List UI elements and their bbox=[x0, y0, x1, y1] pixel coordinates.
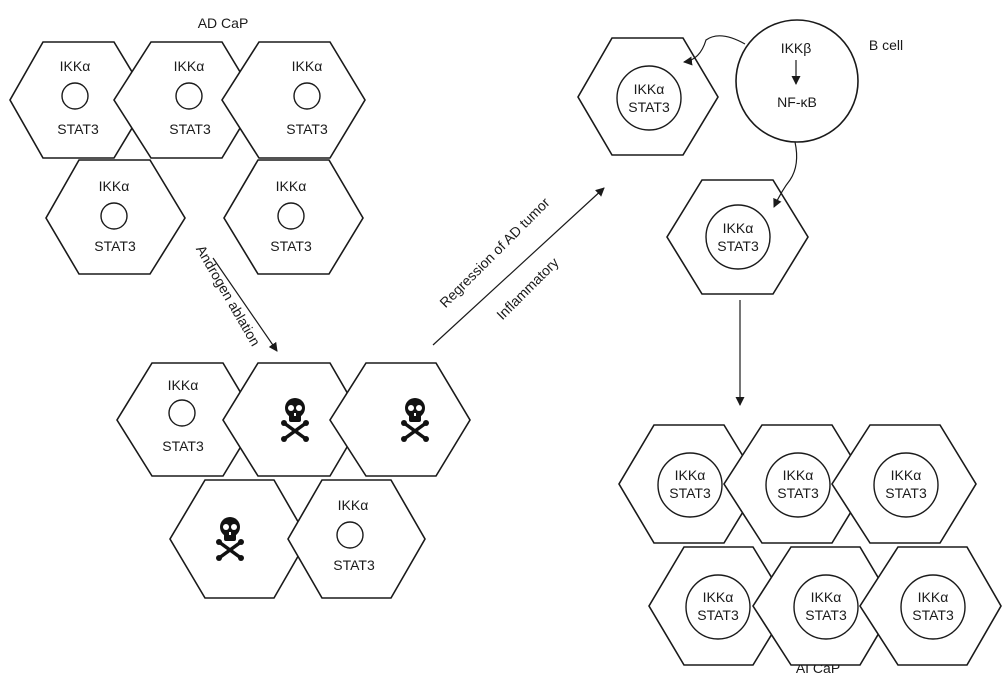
stat3-label: STAT3 bbox=[628, 99, 670, 115]
nucleus bbox=[168, 399, 196, 427]
ikk-alpha-label: IKKα bbox=[675, 467, 706, 483]
signaled-cell: IKKα STAT3 bbox=[666, 179, 809, 295]
ikk-alpha-label: IKKα bbox=[99, 178, 130, 194]
nucleus bbox=[175, 82, 203, 110]
dead-cell bbox=[169, 479, 309, 599]
b-cell-label: B cell bbox=[869, 37, 903, 53]
ad-cell: IKKα STAT3 bbox=[223, 159, 364, 275]
ikk-alpha-label: IKKα bbox=[276, 178, 307, 194]
dead-cell bbox=[222, 362, 364, 477]
nucleus bbox=[100, 202, 128, 230]
ai-cell: IKKα STAT3 bbox=[723, 424, 869, 544]
ai-cell: IKKα STAT3 bbox=[752, 546, 896, 666]
enlarged-nucleus bbox=[873, 452, 939, 518]
ad-cap-label: AD CaP bbox=[198, 15, 249, 31]
ikk-alpha-label: IKKα bbox=[292, 58, 323, 74]
stat3-label: STAT3 bbox=[805, 607, 847, 623]
enlarged-nucleus bbox=[685, 574, 751, 640]
enlarged-nucleus bbox=[793, 574, 859, 640]
ai-cell: IKKα STAT3 bbox=[859, 546, 1002, 666]
ikk-alpha-label: IKKα bbox=[783, 467, 814, 483]
stat3-label: STAT3 bbox=[333, 557, 375, 573]
ikk-alpha-label: IKKα bbox=[703, 589, 734, 605]
stat3-label: STAT3 bbox=[669, 485, 711, 501]
ad-cap-cluster: IKKα STAT3 IKKα STAT3 IKKα STAT3 IKKα ST… bbox=[9, 41, 366, 275]
enlarged-nucleus bbox=[900, 574, 966, 640]
ad-cell: IKKα STAT3 bbox=[9, 41, 150, 159]
skull-crossbones-icon bbox=[281, 398, 309, 442]
stat3-label: STAT3 bbox=[912, 607, 954, 623]
b-cell: IKKβ NF-κB bbox=[735, 19, 859, 143]
ai-cell: IKKα STAT3 bbox=[618, 424, 761, 544]
ikk-alpha-label: IKKα bbox=[338, 497, 369, 513]
ikk-alpha-label: IKKα bbox=[174, 58, 205, 74]
nucleus bbox=[61, 82, 89, 110]
surviving-cell: IKKα STAT3 bbox=[287, 479, 426, 599]
post-ablation-cluster: IKKα STAT3 bbox=[116, 362, 471, 599]
stat3-label: STAT3 bbox=[717, 238, 759, 254]
nf-kb-label: NF-κB bbox=[777, 94, 817, 110]
androgen-ablation-arrow bbox=[212, 257, 278, 352]
ikk-alpha-label: IKKα bbox=[60, 58, 91, 74]
ikk-alpha-label: IKKα bbox=[168, 377, 199, 393]
nucleus bbox=[336, 521, 364, 549]
ai-cell: IKKα STAT3 bbox=[648, 546, 790, 666]
enlarged-nucleus bbox=[765, 452, 831, 518]
ad-cell: IKKα STAT3 bbox=[221, 41, 366, 159]
ikk-alpha-label: IKKα bbox=[634, 81, 665, 97]
ai-cap-cluster: IKKα STAT3 IKKα STAT3 IKKα STAT3 IKKα ST… bbox=[618, 424, 1002, 666]
stat3-label: STAT3 bbox=[162, 438, 204, 454]
enlarged-nucleus bbox=[657, 452, 723, 518]
stat3-label: STAT3 bbox=[697, 607, 739, 623]
ikk-alpha-label: IKKα bbox=[811, 589, 842, 605]
surviving-cell: IKKα STAT3 bbox=[116, 362, 258, 477]
b-cell-signal-arrow bbox=[683, 35, 746, 66]
enlarged-nucleus bbox=[705, 204, 771, 270]
nucleus bbox=[277, 202, 305, 230]
stat3-label: STAT3 bbox=[885, 485, 927, 501]
stat3-label: STAT3 bbox=[286, 121, 328, 137]
skull-crossbones-icon bbox=[216, 517, 244, 561]
stat3-label: STAT3 bbox=[169, 121, 211, 137]
skull-crossbones-icon bbox=[401, 398, 429, 442]
inflammatory-label: Inflammatory bbox=[493, 254, 562, 323]
nucleus bbox=[293, 82, 321, 110]
b-cell-signal-arrow bbox=[773, 141, 798, 208]
ikk-alpha-label: IKKα bbox=[891, 467, 922, 483]
enlarged-nucleus bbox=[616, 65, 682, 131]
regression-arrow bbox=[432, 187, 605, 346]
ikk-alpha-label: IKKα bbox=[918, 589, 949, 605]
ikk-beta-label: IKKβ bbox=[781, 40, 812, 56]
ai-cell: IKKα STAT3 bbox=[831, 424, 977, 544]
signaled-cell: IKKα STAT3 bbox=[577, 37, 719, 156]
stat3-label: STAT3 bbox=[57, 121, 99, 137]
ikk-alpha-label: IKKα bbox=[723, 220, 754, 236]
stat3-label: STAT3 bbox=[270, 238, 312, 254]
ad-cell: IKKα STAT3 bbox=[113, 41, 258, 159]
stat3-label: STAT3 bbox=[94, 238, 136, 254]
regression-label: Regression of AD tumor bbox=[436, 194, 553, 311]
ad-cell: IKKα STAT3 bbox=[45, 159, 186, 275]
dead-cell bbox=[329, 362, 471, 477]
stat3-label: STAT3 bbox=[777, 485, 819, 501]
